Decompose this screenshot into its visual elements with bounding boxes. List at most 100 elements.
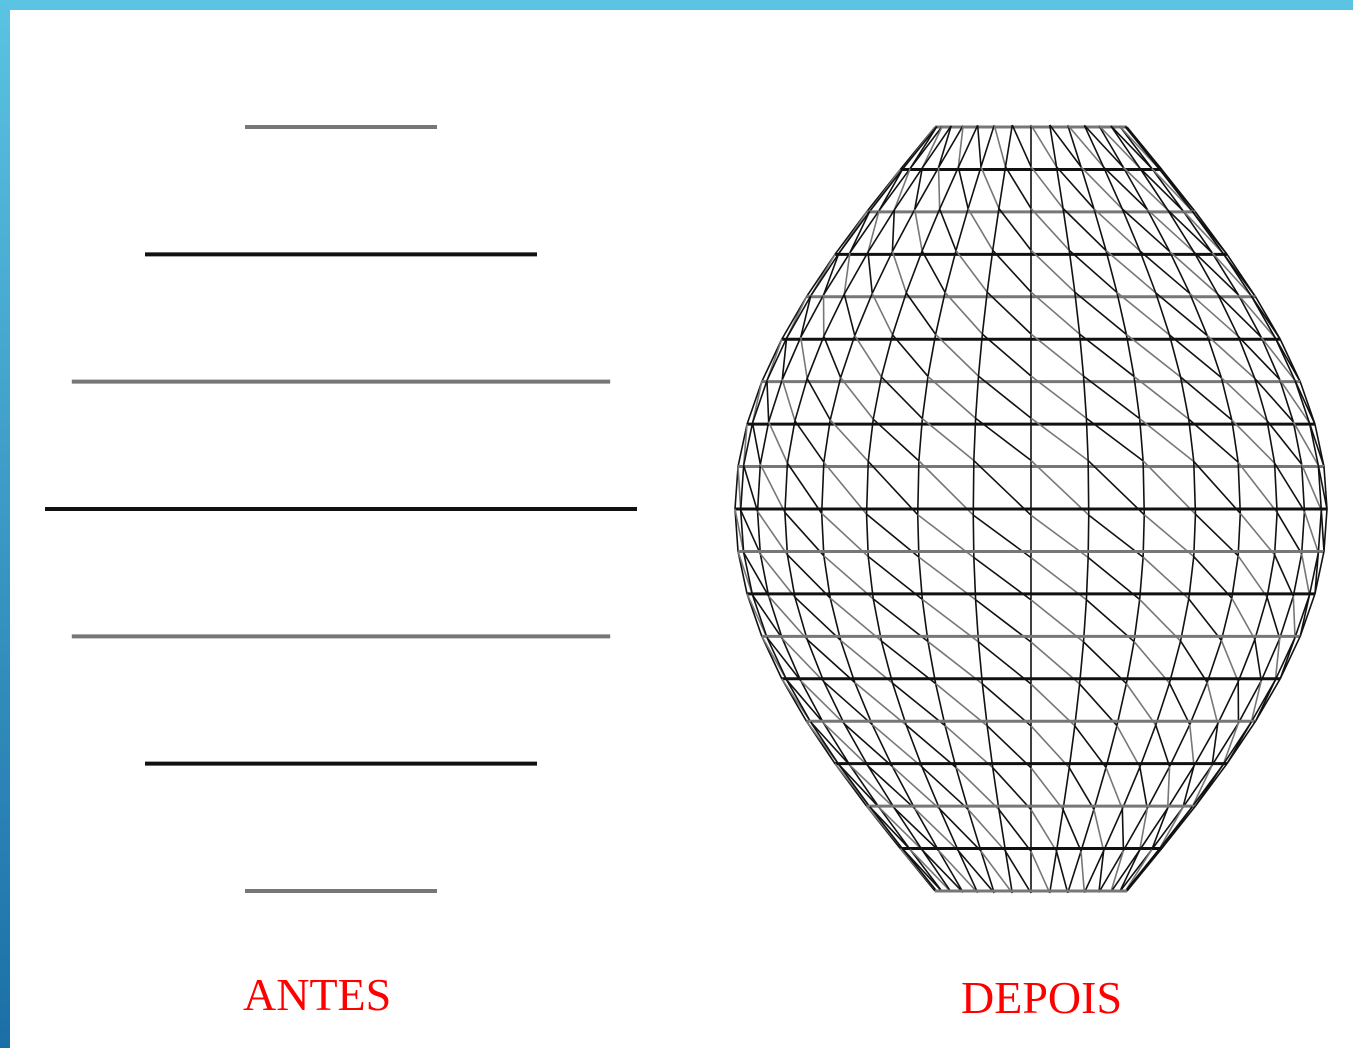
mesh-diagonal	[891, 251, 908, 294]
mesh-diagonal	[1317, 465, 1328, 510]
mesh-diagonal	[1083, 124, 1125, 169]
mesh-diagonal	[810, 721, 851, 766]
mesh-meridian	[1168, 334, 1182, 378]
mesh-diagonal	[1314, 552, 1320, 594]
mesh-meridian	[972, 460, 975, 516]
mesh-diagonal	[1074, 725, 1107, 768]
mesh-diagonal	[957, 850, 995, 894]
mesh-diagonal	[1168, 682, 1191, 725]
mesh-diagonal	[871, 293, 894, 336]
mesh-diagonal	[781, 637, 825, 683]
mesh-meridian	[810, 721, 840, 765]
mesh-meridian	[872, 598, 883, 642]
mesh-diagonal	[992, 249, 1032, 293]
mesh-meridian	[973, 418, 977, 461]
mesh-diagonal	[872, 598, 929, 643]
mesh-diagonal	[767, 421, 789, 464]
mesh-meridian	[1062, 208, 1071, 251]
mesh-meridian	[1237, 513, 1242, 556]
mesh-meridian	[737, 551, 748, 595]
mesh-diagonal	[1079, 683, 1118, 727]
mesh-diagonal	[935, 682, 988, 727]
mesh-meridian	[766, 337, 788, 381]
mesh-diagonal	[821, 512, 869, 558]
mesh-diagonal	[1260, 336, 1296, 382]
mesh-diagonal	[992, 767, 1032, 811]
mesh-meridian	[1226, 253, 1257, 298]
mesh-meridian	[1105, 725, 1118, 768]
mesh-meridian	[1182, 764, 1213, 808]
mesh-diagonal	[849, 764, 895, 809]
mesh-meridian	[1087, 460, 1090, 516]
mesh-meridian	[1273, 512, 1278, 555]
mesh-diagonal	[1121, 808, 1125, 851]
mesh-diagonal	[799, 337, 808, 379]
mesh-meridian	[1078, 641, 1085, 684]
mesh-meridian	[1161, 805, 1197, 850]
mesh-diagonal	[1087, 459, 1145, 516]
mesh-diagonal	[957, 166, 969, 209]
mesh-diagonal	[1080, 851, 1086, 893]
mesh-diagonal	[823, 336, 842, 378]
mesh-meridian	[1167, 209, 1195, 253]
mesh-meridian	[891, 766, 916, 809]
mesh-meridian	[1126, 126, 1163, 170]
mesh-diagonal	[1300, 463, 1323, 511]
mesh-meridian	[986, 725, 994, 768]
mesh-meridian	[1193, 251, 1219, 295]
mesh-diagonal	[1030, 375, 1087, 419]
mesh-diagonal	[921, 849, 964, 893]
mesh-diagonal	[1121, 208, 1171, 253]
mesh-meridian	[1279, 635, 1301, 680]
mesh-meridian	[734, 466, 739, 510]
mesh-meridian	[751, 380, 768, 424]
mesh-diagonal	[937, 167, 941, 210]
mesh-diagonal	[1118, 849, 1141, 893]
mesh-meridian	[1292, 553, 1303, 597]
mesh-diagonal	[1030, 333, 1085, 377]
mesh-meridian	[785, 679, 812, 723]
mesh-meridian	[909, 125, 943, 169]
mesh-diagonal	[1146, 208, 1195, 253]
mesh-meridian	[1273, 463, 1278, 513]
mesh-meridian	[944, 725, 957, 768]
mesh-diagonal	[913, 209, 923, 252]
mesh-meridian	[891, 292, 908, 336]
mesh-meridian	[1093, 767, 1107, 810]
mesh-diagonal	[751, 594, 783, 639]
mesh-meridian	[1048, 851, 1058, 894]
mesh-diagonal	[998, 809, 1032, 852]
mesh-diagonal	[1155, 292, 1208, 337]
mesh-meridian	[1192, 461, 1197, 515]
mesh-meridian	[1179, 376, 1190, 420]
mesh-diagonal	[867, 251, 874, 294]
mesh-meridian	[934, 683, 946, 726]
mesh-meridian	[806, 639, 825, 682]
mesh-diagonal	[1237, 461, 1278, 513]
mesh-meridian	[921, 125, 952, 169]
mesh-meridian	[800, 680, 825, 724]
mesh-diagonal	[1194, 513, 1239, 557]
mesh-diagonal	[977, 375, 1032, 419]
accent-bar-left	[0, 0, 10, 1048]
mesh-meridian	[1226, 720, 1257, 765]
mesh-diagonal	[843, 252, 851, 295]
mesh-meridian	[914, 167, 940, 210]
mesh-diagonal	[756, 510, 789, 556]
mesh-meridian	[867, 209, 895, 253]
mesh-meridian	[1216, 293, 1239, 337]
mesh-diagonal	[1030, 249, 1076, 293]
mesh-diagonal	[1068, 767, 1095, 810]
mesh-meridian	[746, 381, 763, 425]
mesh-diagonal	[1030, 683, 1076, 727]
mesh-diagonal	[878, 806, 923, 851]
mesh-meridian	[991, 767, 1000, 810]
mesh-meridian	[854, 293, 873, 336]
mesh-meridian	[1138, 557, 1144, 600]
mesh-meridian	[1230, 555, 1239, 599]
mesh-meridian	[871, 724, 894, 767]
mesh-meridian	[1220, 377, 1233, 421]
mesh-diagonal	[1292, 421, 1320, 466]
mesh-diagonal	[981, 683, 1032, 727]
